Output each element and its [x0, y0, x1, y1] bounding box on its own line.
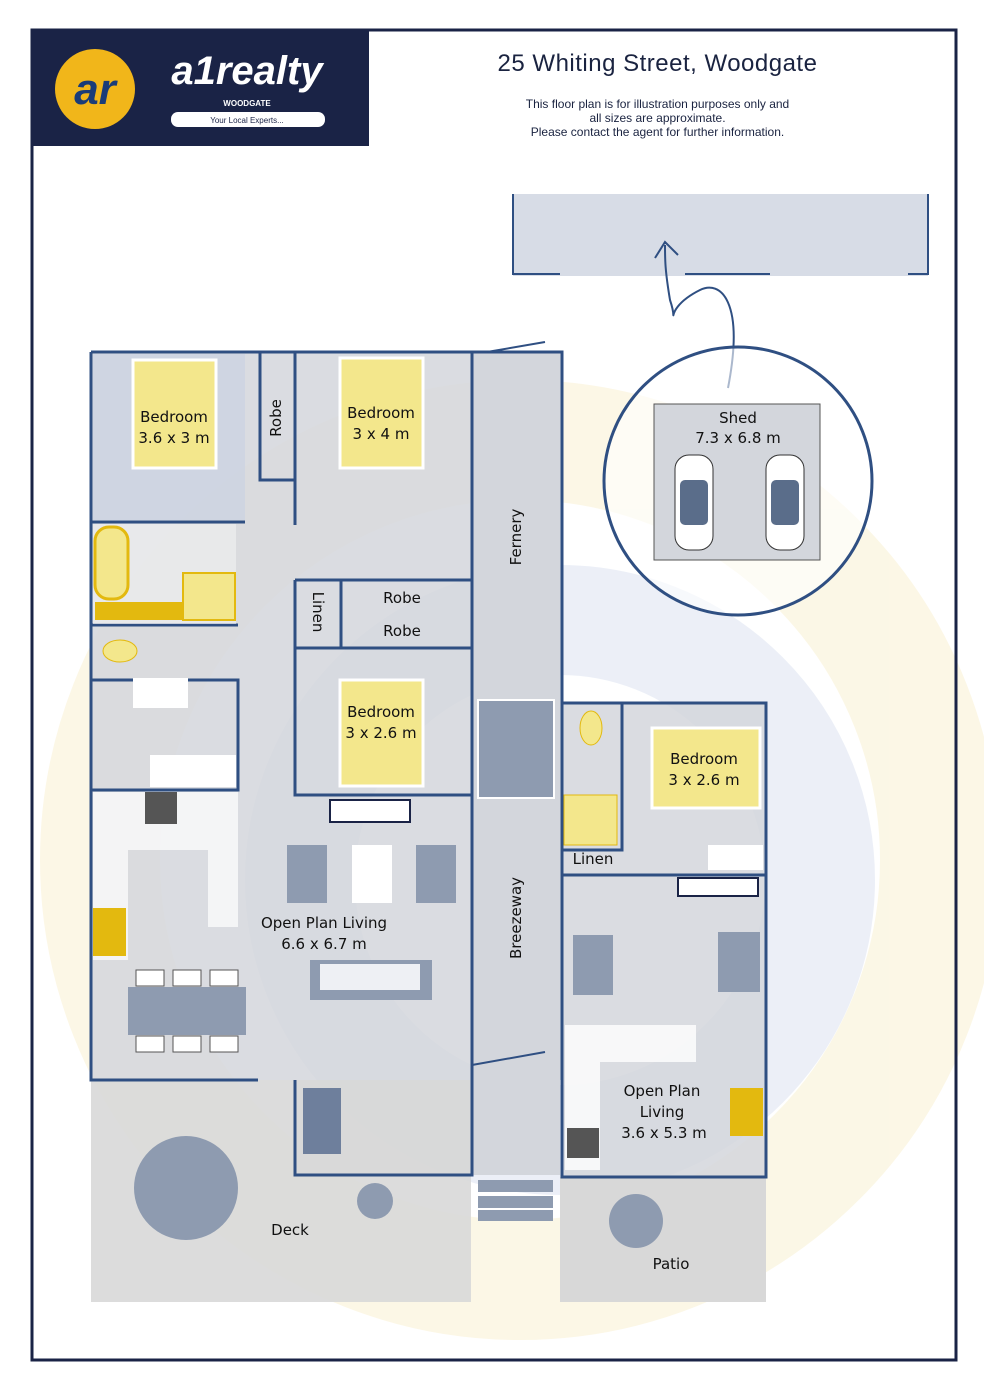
- bed: [338, 678, 425, 788]
- granny-flat: [560, 701, 768, 1302]
- living1-name: Open Plan Living: [261, 914, 387, 932]
- outdoor-table: [134, 1136, 238, 1240]
- bed1-name: Bedroom: [140, 408, 208, 426]
- bed3-name: Bedroom: [347, 703, 415, 721]
- living2-size: 3.6 x 5.3 m: [621, 1124, 707, 1142]
- coffee-table: [352, 845, 392, 903]
- fernery-label: Fernery: [507, 509, 525, 566]
- patio-area: [560, 1177, 766, 1302]
- bed4-name: Bedroom: [670, 750, 738, 768]
- cooktop: [567, 1128, 599, 1158]
- desk: [303, 1088, 341, 1154]
- tv-unit: [329, 799, 411, 823]
- bed2-name: Bedroom: [347, 404, 415, 422]
- logo-mark: ar: [74, 65, 118, 114]
- dining-table: [128, 969, 246, 1053]
- logo-tagline: Your Local Experts...: [210, 116, 284, 125]
- living1-size: 6.6 x 6.7 m: [281, 935, 367, 953]
- shed-name: Shed: [719, 409, 757, 427]
- toilet: [579, 710, 603, 746]
- driveway-area: [512, 194, 929, 389]
- armchair: [287, 845, 327, 903]
- bed1-size: 3.6 x 3 m: [138, 429, 209, 447]
- outdoor-table: [609, 1194, 663, 1248]
- cooktop: [145, 792, 177, 824]
- bed: [650, 726, 762, 810]
- armchair: [416, 845, 456, 903]
- bed2-size: 3 x 4 m: [353, 425, 410, 443]
- car-icon: [674, 454, 714, 551]
- armchair: [718, 932, 760, 992]
- deck-label: Deck: [271, 1221, 309, 1239]
- main-house: [89, 341, 564, 1302]
- linen2-label: Linen: [573, 850, 614, 868]
- shed: Shed 7.3 x 6.8 m: [602, 345, 874, 617]
- logo-name: a1realty: [171, 49, 324, 93]
- disclaimer: This floor plan is for illustration purp…: [380, 97, 935, 139]
- property-address: 25 Whiting Street, Woodgate: [497, 50, 818, 77]
- disclaimer-line: all sizes are approximate.: [589, 111, 726, 125]
- bed3-size: 3 x 2.6 m: [345, 724, 416, 742]
- breezeway-label: Breezeway: [507, 877, 525, 959]
- shed-size: 7.3 x 6.8 m: [695, 429, 781, 447]
- toilet: [102, 639, 138, 663]
- fridge: [730, 1088, 763, 1136]
- disclaimer-line: This floor plan is for illustration purp…: [525, 97, 790, 111]
- shower: [563, 794, 618, 846]
- armchair: [573, 935, 613, 995]
- living2-name1: Open Plan: [624, 1082, 701, 1100]
- bed: [131, 358, 218, 470]
- room-labels: Bedroom 3.6 x 3 m Robe Bedroom 3 x 4 m F…: [138, 399, 739, 1273]
- fridge: [93, 908, 126, 956]
- robe2-label: Robe: [383, 589, 421, 607]
- outdoor-table: [357, 1183, 393, 1219]
- skylight: [477, 699, 555, 799]
- logo-branch: WOODGATE: [223, 99, 271, 108]
- bed4-size: 3 x 2.6 m: [668, 771, 739, 789]
- logo: ar a1realty WOODGATE Your Local Experts.…: [33, 31, 369, 146]
- patio-label: Patio: [653, 1255, 690, 1273]
- bed: [338, 356, 425, 470]
- disclaimer-line: Please contact the agent for further inf…: [530, 125, 785, 139]
- bathtub: [93, 525, 236, 621]
- robe3-label: Robe: [383, 622, 421, 640]
- linen1-label: Linen: [309, 592, 327, 633]
- living2-name2: Living: [640, 1103, 685, 1121]
- robe1-label: Robe: [267, 399, 285, 437]
- car-icon: [765, 454, 805, 551]
- page-border: [30, 28, 958, 1362]
- tv-unit: [677, 877, 759, 897]
